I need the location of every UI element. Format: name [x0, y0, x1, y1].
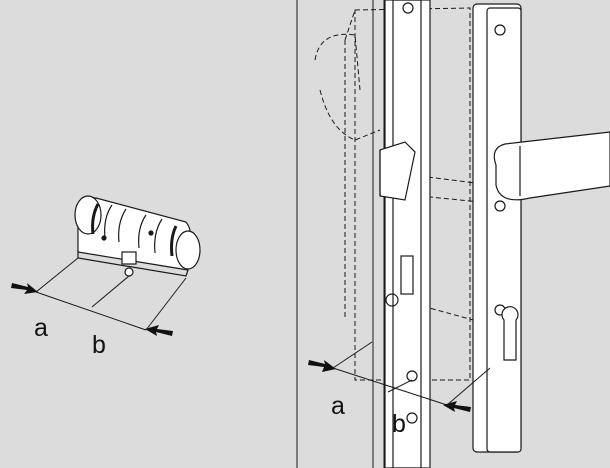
door-dimension-lines: [332, 341, 491, 406]
door-label-b: b: [392, 410, 406, 438]
cylinder-lock-icon: [74, 195, 201, 277]
cylinder-label-a: a: [34, 314, 48, 342]
lock-forend-plate: [379, 0, 431, 468]
dimension-arrow-icon: [11, 283, 173, 336]
door-label-a: a: [331, 392, 345, 420]
door-handle-icon: [472, 3, 610, 453]
cylinder-label-b: b: [92, 331, 106, 359]
dimension-arrow-icon: [308, 360, 471, 412]
door-frame: [296, 0, 385, 468]
cylinder-dimension-lines: [35, 257, 187, 331]
